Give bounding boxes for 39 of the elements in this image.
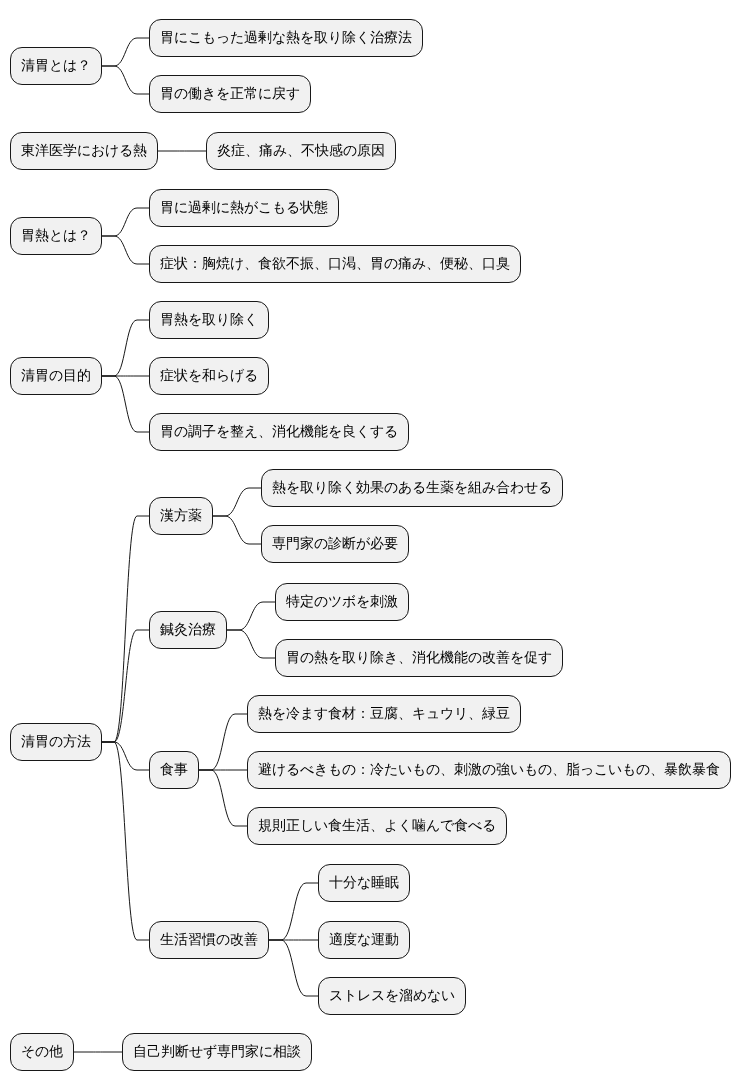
- connector-line: [73, 1051, 123, 1053]
- topic-box: 規則正しい食生活、よく噛んで食べる: [247, 807, 507, 845]
- connector-line: [101, 235, 150, 265]
- topic-box: 症状：胸焼け、食欲不振、口渇、胃の痛み、便秘、口臭: [149, 245, 521, 283]
- topic-box: 自己判断せず専門家に相談: [122, 1033, 312, 1071]
- topic-box: 胃の熱を取り除き、消化機能の改善を促す: [275, 639, 563, 677]
- topic-box: 症状を和らげる: [149, 357, 269, 395]
- connector-line: [268, 939, 319, 997]
- topic-box: 適度な運動: [318, 921, 410, 959]
- topic-box: 清胃とは？: [10, 47, 102, 85]
- topic-box: 胃の働きを正常に戻す: [149, 75, 311, 113]
- connector-line: [212, 515, 262, 545]
- topic-box: 熱を取り除く効果のある生薬を組み合わせる: [261, 469, 563, 507]
- topic-box: 避けるべきもの：冷たいもの、刺激の強いもの、脂っこいもの、暴飲暴食: [247, 751, 731, 789]
- topic-box: 十分な睡眠: [318, 864, 410, 902]
- topic-box: 東洋医学における熱: [10, 132, 158, 170]
- topic-box: 特定のツボを刺激: [275, 583, 409, 621]
- connector-line: [101, 375, 150, 433]
- topic-box: 胃熱を取り除く: [149, 301, 269, 339]
- connector-line: [157, 150, 207, 152]
- connector-line: [198, 769, 248, 827]
- topic-box: ストレスを溜めない: [318, 977, 466, 1015]
- topic-box: 食事: [149, 751, 199, 789]
- topic-box: 胃にこもった過剰な熱を取り除く治療法: [149, 19, 423, 57]
- topic-box: 清胃の方法: [10, 723, 102, 761]
- topic-box: 胃の調子を整え、消化機能を良くする: [149, 413, 409, 451]
- topic-box: 胃熱とは？: [10, 217, 102, 255]
- topic-box: 専門家の診断が必要: [261, 525, 409, 563]
- connector-line: [101, 741, 150, 941]
- topic-box: 生活習慣の改善: [149, 921, 269, 959]
- topic-box: その他: [10, 1033, 74, 1071]
- topic-box: 漢方薬: [149, 497, 213, 535]
- topic-box: 胃に過剰に熱がこもる状態: [149, 189, 339, 227]
- topic-box: 熱を冷ます食材：豆腐、キュウリ、緑豆: [247, 695, 521, 733]
- topic-box: 炎症、痛み、不快感の原因: [206, 132, 396, 170]
- connector-line: [101, 65, 150, 95]
- topic-box: 鍼灸治療: [149, 611, 227, 649]
- connector-line: [226, 629, 276, 659]
- topic-box: 清胃の目的: [10, 357, 102, 395]
